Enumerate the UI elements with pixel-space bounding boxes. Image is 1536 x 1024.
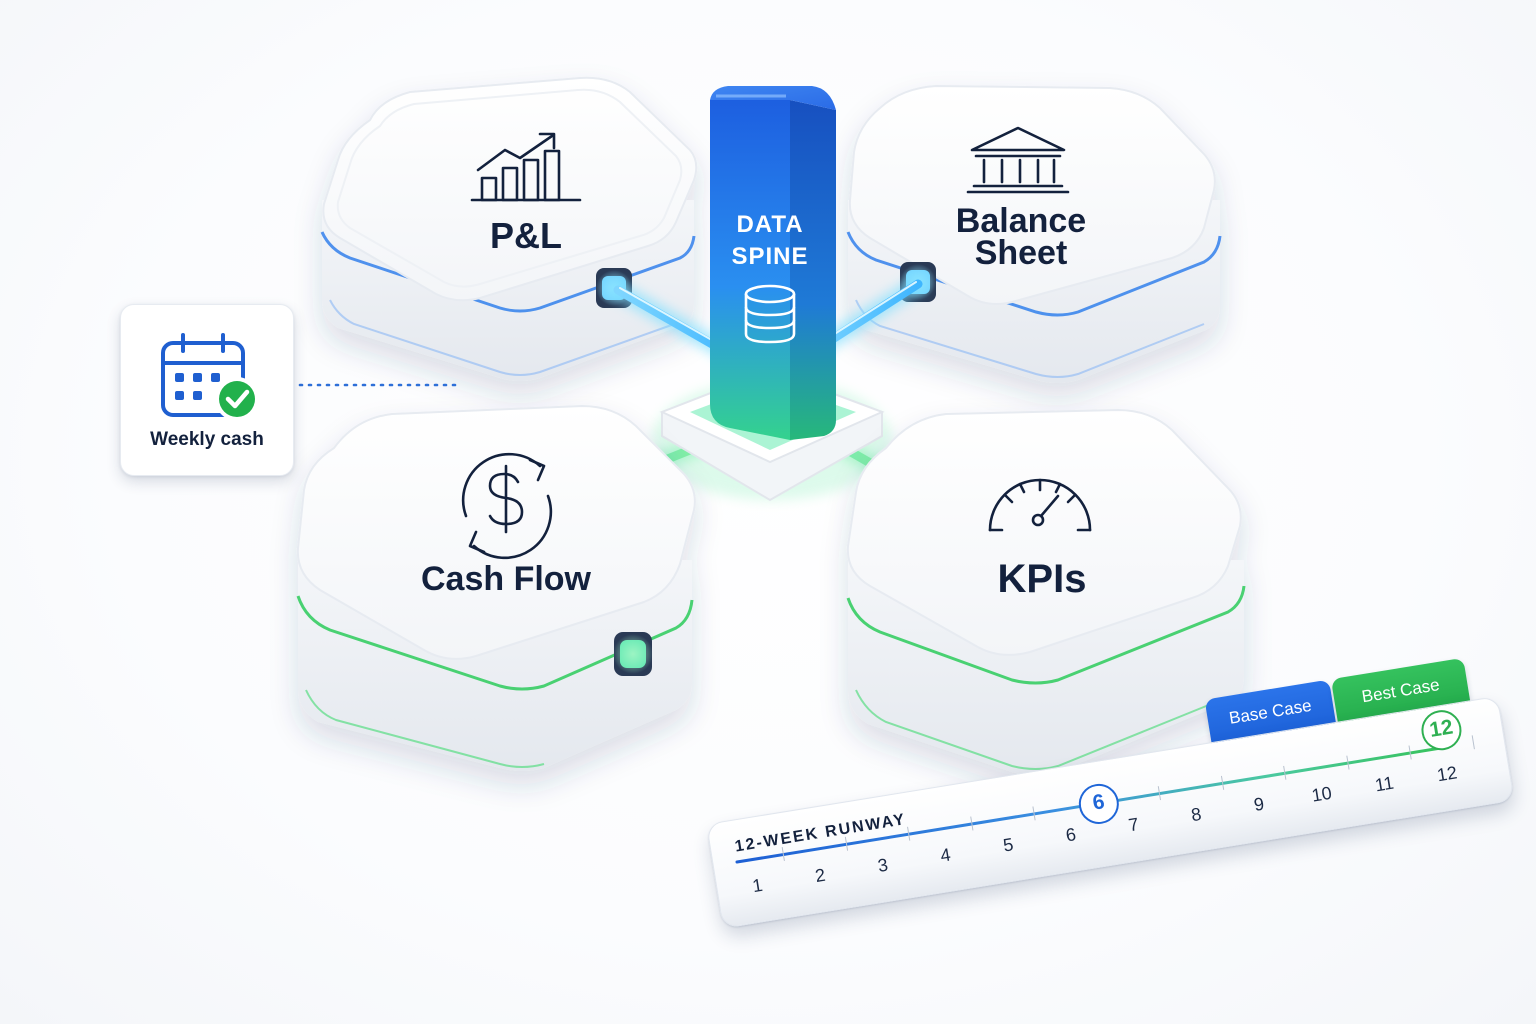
dollar-cycle-icon	[461, 452, 553, 560]
runway-week-label: 9	[1252, 793, 1266, 816]
balance-sheet-module[interactable]	[846, 84, 1222, 383]
runway-week-label: 3	[876, 854, 890, 876]
weekly-cash-label: Weekly cash	[150, 429, 264, 450]
cash-flow-module[interactable]	[296, 404, 696, 771]
bank-building-icon	[966, 126, 1070, 194]
calendar-check-icon	[161, 333, 259, 421]
runway-week-label: 10	[1310, 782, 1334, 806]
balance-sheet-label-line1: Balance	[956, 202, 1086, 240]
bar-chart-growth-icon	[470, 132, 582, 202]
runway-week-label: 12	[1435, 762, 1459, 786]
balance-sheet-label-line2: Sheet	[975, 234, 1068, 272]
spine-label-line2: SPINE	[731, 243, 808, 270]
runway-week-label: 11	[1373, 772, 1396, 796]
runway-week-label: 6	[1064, 824, 1078, 846]
cash-flow-label: Cash Flow	[421, 560, 592, 598]
runway-week-label: 1	[750, 874, 765, 897]
weekly-cash-card[interactable]: Weekly cash	[120, 304, 294, 476]
database-icon	[744, 284, 796, 344]
kpis-module[interactable]	[846, 408, 1246, 775]
spine-label-line1: DATA	[736, 211, 803, 238]
pnl-label: P&L	[490, 215, 562, 256]
kpis-label: KPIs	[998, 557, 1087, 601]
runway-week-label: 8	[1189, 803, 1203, 826]
runway-tick	[1471, 735, 1475, 750]
data-spine[interactable]	[710, 86, 836, 440]
runway-week-label: 4	[939, 844, 953, 866]
cash-flow-port	[613, 632, 653, 676]
runway-week-label: 5	[1001, 834, 1015, 856]
runway-week-label: 2	[813, 864, 827, 887]
end-week-marker[interactable]: 12	[1418, 707, 1465, 754]
runway-week-label: 7	[1127, 813, 1141, 836]
speedometer-gauge-icon	[988, 478, 1092, 532]
current-week-marker[interactable]: 6	[1075, 780, 1122, 827]
pnl-module[interactable]	[320, 76, 698, 381]
